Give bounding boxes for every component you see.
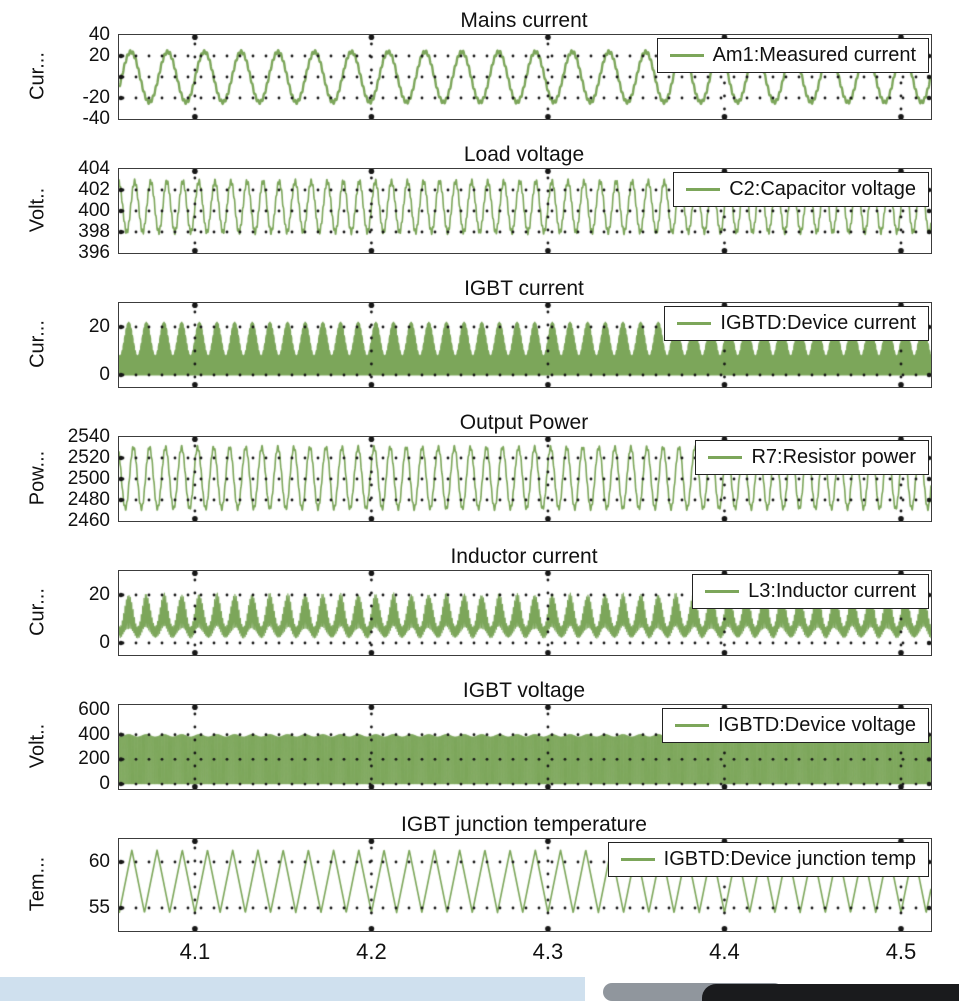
x-tick-label: 4.1 xyxy=(179,939,211,964)
legend-label: IGBTD:Device current xyxy=(720,312,916,334)
chart-title: IGBT voltage xyxy=(462,679,586,702)
x-tick-label: 4.4 xyxy=(709,939,740,964)
y-tick-label: 2460 xyxy=(67,510,110,531)
y-tick-label: 600 xyxy=(78,698,110,720)
y-tick-label: 400 xyxy=(78,200,110,221)
x-tick-label: 4.5 xyxy=(885,939,917,964)
legend-label: Am1:Measured current xyxy=(712,44,916,66)
chart-title: Load voltage xyxy=(463,143,585,166)
chart-title: Output Power xyxy=(459,411,589,434)
y-tick-label: 2540 xyxy=(67,426,110,447)
chart-title: IGBT junction temperature xyxy=(401,813,647,836)
y-tick-label: -20 xyxy=(82,87,110,108)
y-tick-label: -40 xyxy=(82,108,110,129)
y-axis-label: Cur... xyxy=(26,588,49,636)
legend-line-sample xyxy=(708,456,743,459)
plot-area[interactable]: IGBTD:Device current 20 0 xyxy=(89,302,932,388)
y-axis-label: Cur... xyxy=(26,320,49,368)
legend: IGBTD:Device current xyxy=(664,306,929,341)
legend-line-sample xyxy=(705,590,740,593)
y-tick-label: 0 xyxy=(99,773,110,795)
legend: L3:Inductor current xyxy=(692,574,929,609)
chart-title: Mains current xyxy=(460,9,588,32)
y-axis-label: Tem... xyxy=(26,856,49,912)
y-tick-label: 2480 xyxy=(67,489,110,510)
y-tick-label: 200 xyxy=(78,748,110,770)
y-tick-label: 20 xyxy=(88,316,110,337)
legend: C2:Capacitor voltage xyxy=(673,172,929,207)
chart-title: IGBT current xyxy=(464,277,584,300)
x-tick-label: 4.2 xyxy=(356,939,387,964)
y-axis-label: Pow... xyxy=(26,450,49,506)
y-tick-label: 20 xyxy=(88,45,110,66)
y-tick-label: 404 xyxy=(78,158,110,179)
y-tick-label: 400 xyxy=(78,723,110,745)
legend-label: IGBTD:Device voltage xyxy=(718,714,916,736)
legend-label: R7:Resistor power xyxy=(751,446,916,468)
y-axis-label: Volt.. xyxy=(26,723,49,769)
legend: IGBTD:Device voltage xyxy=(662,708,929,743)
plot-area[interactable]: IGBTD:Device voltage 600 400 200 0 xyxy=(78,699,932,794)
y-axis-label: Volt.. xyxy=(26,187,49,233)
legend-line-sample xyxy=(675,724,710,727)
y-tick-label: 396 xyxy=(78,242,110,263)
y-tick-label: 40 xyxy=(88,24,110,45)
y-tick-label: 60 xyxy=(88,851,110,872)
y-tick-label: 2500 xyxy=(67,468,110,489)
y-tick-label: 20 xyxy=(88,584,110,605)
chart-title: Inductor current xyxy=(450,545,598,568)
dock-panel[interactable] xyxy=(702,984,959,1001)
y-tick-label: 398 xyxy=(78,221,110,242)
legend: Am1:Measured current xyxy=(656,38,929,73)
legend: R7:Resistor power xyxy=(695,440,929,475)
y-tick-label: 0 xyxy=(99,632,110,653)
y-tick-label: 0 xyxy=(99,364,110,385)
plot-area[interactable]: IGBTD:Device junction temp 60 55 4.1 4.2 4.3 4… xyxy=(89,838,932,964)
y-axis-label: Cur... xyxy=(26,52,49,100)
legend-label: L3:Inductor current xyxy=(748,580,916,602)
bottom-highlight-strip xyxy=(0,977,585,1001)
plot-area[interactable]: L3:Inductor current 20 0 xyxy=(89,570,932,656)
legend-line-sample xyxy=(620,858,655,861)
legend-line-sample xyxy=(677,322,712,325)
legend: IGBTD:Device junction temp xyxy=(607,842,929,877)
legend-line-sample xyxy=(686,188,721,191)
y-tick-label: 402 xyxy=(78,179,110,200)
x-tick-label: 4.3 xyxy=(532,939,564,964)
y-tick-label: 2520 xyxy=(67,447,110,468)
legend-line-sample xyxy=(669,54,704,57)
y-tick-label: 55 xyxy=(88,897,110,918)
legend-label: C2:Capacitor voltage xyxy=(729,178,916,200)
legend-label: IGBTD:Device junction temp xyxy=(663,848,916,870)
